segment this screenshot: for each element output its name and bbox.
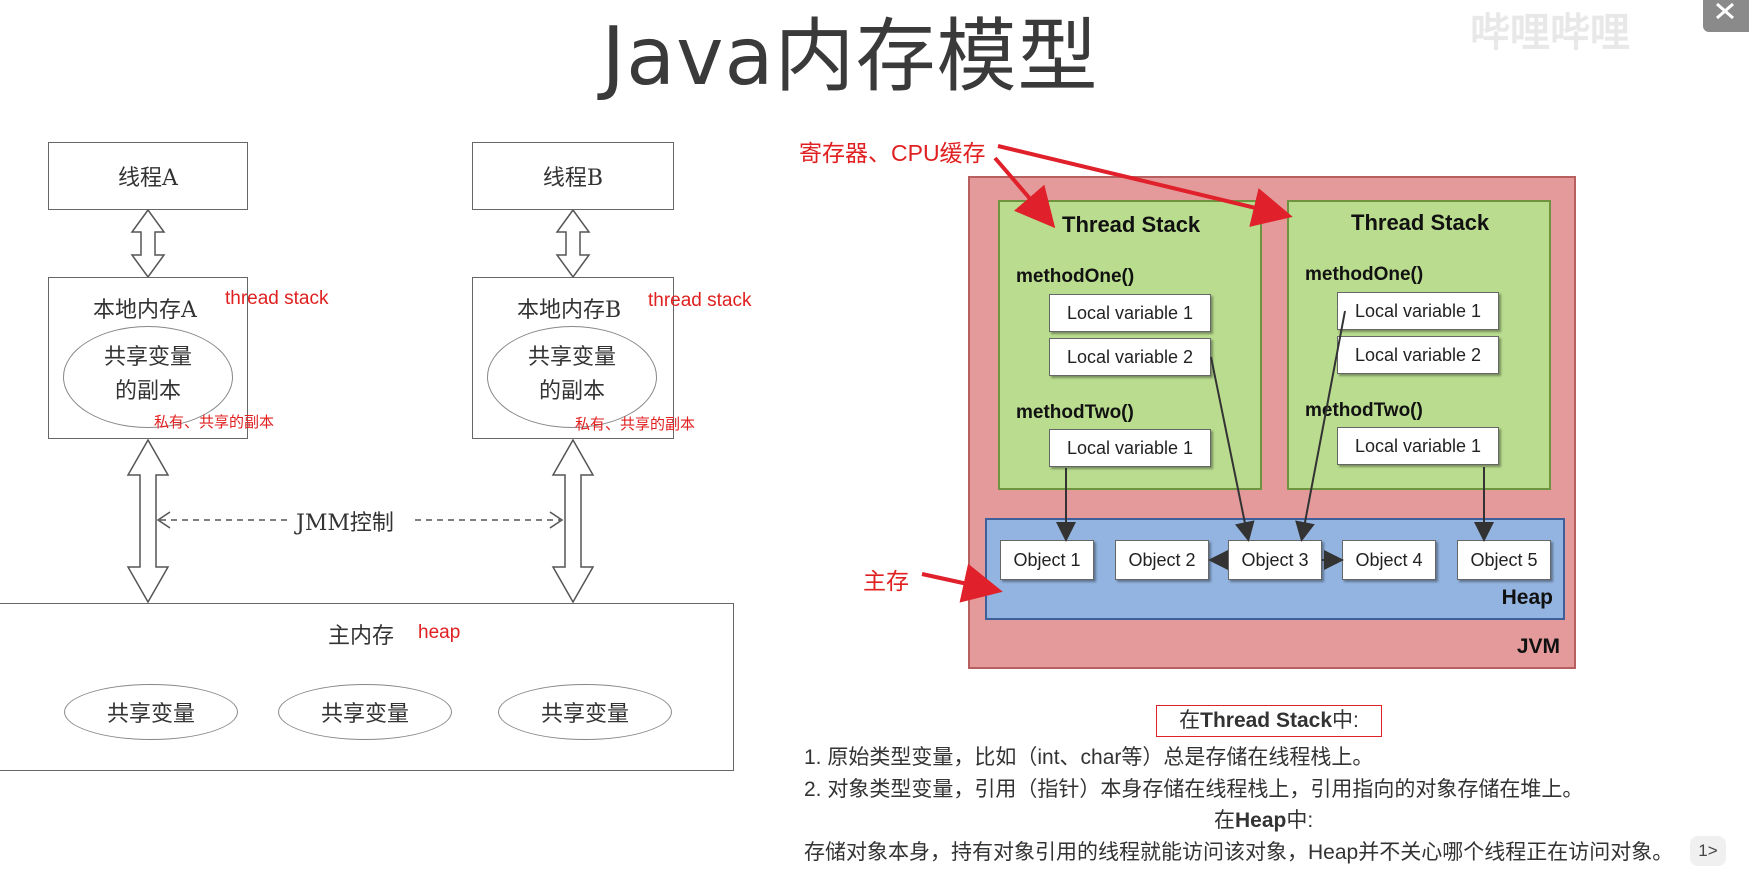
caption-line-1: 1. 原始类型变量，比如（int、char等）总是存储在线程栈上。	[804, 746, 1374, 769]
left-arrows	[126, 208, 595, 604]
close-button[interactable]	[1703, 0, 1749, 32]
thread-stack-1-title: Thread Stack	[1062, 212, 1201, 237]
heap-heading-post: 中:	[1286, 809, 1314, 832]
caption-line-3: 存储对象本身，持有对象引用的线程就能访问该对象，Heap并不关心哪个线程正在访问…	[804, 841, 1674, 864]
note-private-copy-a: 私有、共享的副本	[154, 414, 275, 431]
note-thread-stack-a: thread stack	[225, 288, 329, 309]
page-title: Java内存模型	[601, 10, 1099, 103]
shared-copy-a-line2: 的副本	[114, 379, 181, 404]
shared-copy-a-line1: 共享变量	[103, 345, 192, 370]
main-memory-box: 主内存 heap 共享变量 共享变量 共享变量	[0, 603, 734, 771]
shared-copy-a: 共享变量 的副本	[63, 326, 233, 428]
page-badge[interactable]: 1>	[1690, 836, 1726, 866]
note-thread-stack-b: thread stack	[648, 290, 752, 311]
heap-label: Heap	[1501, 586, 1553, 609]
s2-local-variable-2: Local variable 2	[1337, 336, 1499, 374]
heap-heading: 在Heap中:	[1214, 804, 1313, 834]
object-3: Object 3	[1228, 540, 1322, 580]
ref-s1-local2-to-object-3	[1210, 356, 1255, 542]
jmm-control-label: JMM控制	[296, 511, 394, 536]
shared-variable-3: 共享变量	[498, 684, 672, 740]
main-memory-label: 主内存	[328, 624, 395, 649]
stack-heading-pre: 在	[1179, 709, 1201, 732]
method-two-label-1: methodTwo()	[1016, 402, 1134, 423]
shared-variable-2: 共享变量	[278, 684, 452, 740]
method-one-label-1: methodOne()	[1016, 266, 1135, 287]
s1-local-variable-1: Local variable 1	[1049, 294, 1211, 332]
stack-heading-bold: Thread Stack	[1200, 709, 1333, 732]
shared-copy-b: 共享变量 的副本	[487, 326, 657, 428]
stack-heading-post: 中:	[1332, 709, 1359, 732]
method-one-label-2: methodOne()	[1305, 264, 1424, 285]
thread-b-box: 线程B	[472, 142, 674, 210]
shared-copy-b-line1: 共享变量	[527, 345, 616, 370]
object-5: Object 5	[1457, 540, 1551, 580]
object-1: Object 1	[1000, 540, 1094, 580]
heap-heading-pre: 在	[1214, 809, 1235, 832]
s2-local-variable-1: Local variable 1	[1337, 292, 1499, 330]
caption-line-2: 2. 对象类型变量，引用（指针）本身存储在线程栈上，引用指向的对象存储在堆上。	[804, 778, 1584, 801]
shared-copy-b-line2: 的副本	[538, 379, 605, 404]
local-memory-a: 本地内存A 共享变量 的副本	[48, 277, 248, 439]
red-arrow-register-to-stack-1	[993, 156, 1056, 229]
shared-variable-1: 共享变量	[64, 684, 238, 740]
note-register-cache: 寄存器、CPU缓存	[799, 140, 986, 166]
double-arrow-a-bottom	[126, 438, 170, 604]
double-arrow-b-bottom	[551, 438, 595, 604]
red-arrow-register-to-stack-2	[997, 144, 1293, 227]
note-private-copy-b: 私有、共享的副本	[575, 416, 696, 433]
jvm-label: JVM	[1516, 635, 1560, 658]
object-4: Object 4	[1342, 540, 1436, 580]
note-main-memory: 主存	[863, 568, 909, 594]
watermark-logo: 哔哩哔哩	[1470, 10, 1630, 56]
s1-local-variable-2: Local variable 2	[1049, 338, 1211, 376]
local-memory-b: 本地内存B 共享变量 的副本	[472, 277, 674, 439]
red-arrow-main-to-heap	[921, 563, 1003, 603]
stack-heading: 在Thread Stack中:	[1156, 705, 1382, 737]
local-memory-a-label: 本地内存A	[93, 298, 197, 323]
thread-stack-2-title: Thread Stack	[1351, 210, 1490, 235]
thread-a-box: 线程A	[48, 142, 248, 210]
s2-m2-local-variable-1: Local variable 1	[1337, 427, 1499, 465]
close-icon	[1716, 2, 1734, 20]
object-2: Object 2	[1115, 540, 1209, 580]
ref-s2-local1-to-object-3	[1295, 310, 1346, 542]
s1-m2-local-variable-1: Local variable 1	[1049, 429, 1211, 467]
local-memory-b-label: 本地内存B	[517, 298, 622, 323]
method-two-label-2: methodTwo()	[1305, 400, 1423, 421]
heap-heading-bold: Heap	[1235, 809, 1287, 832]
note-heap: heap	[418, 622, 461, 643]
